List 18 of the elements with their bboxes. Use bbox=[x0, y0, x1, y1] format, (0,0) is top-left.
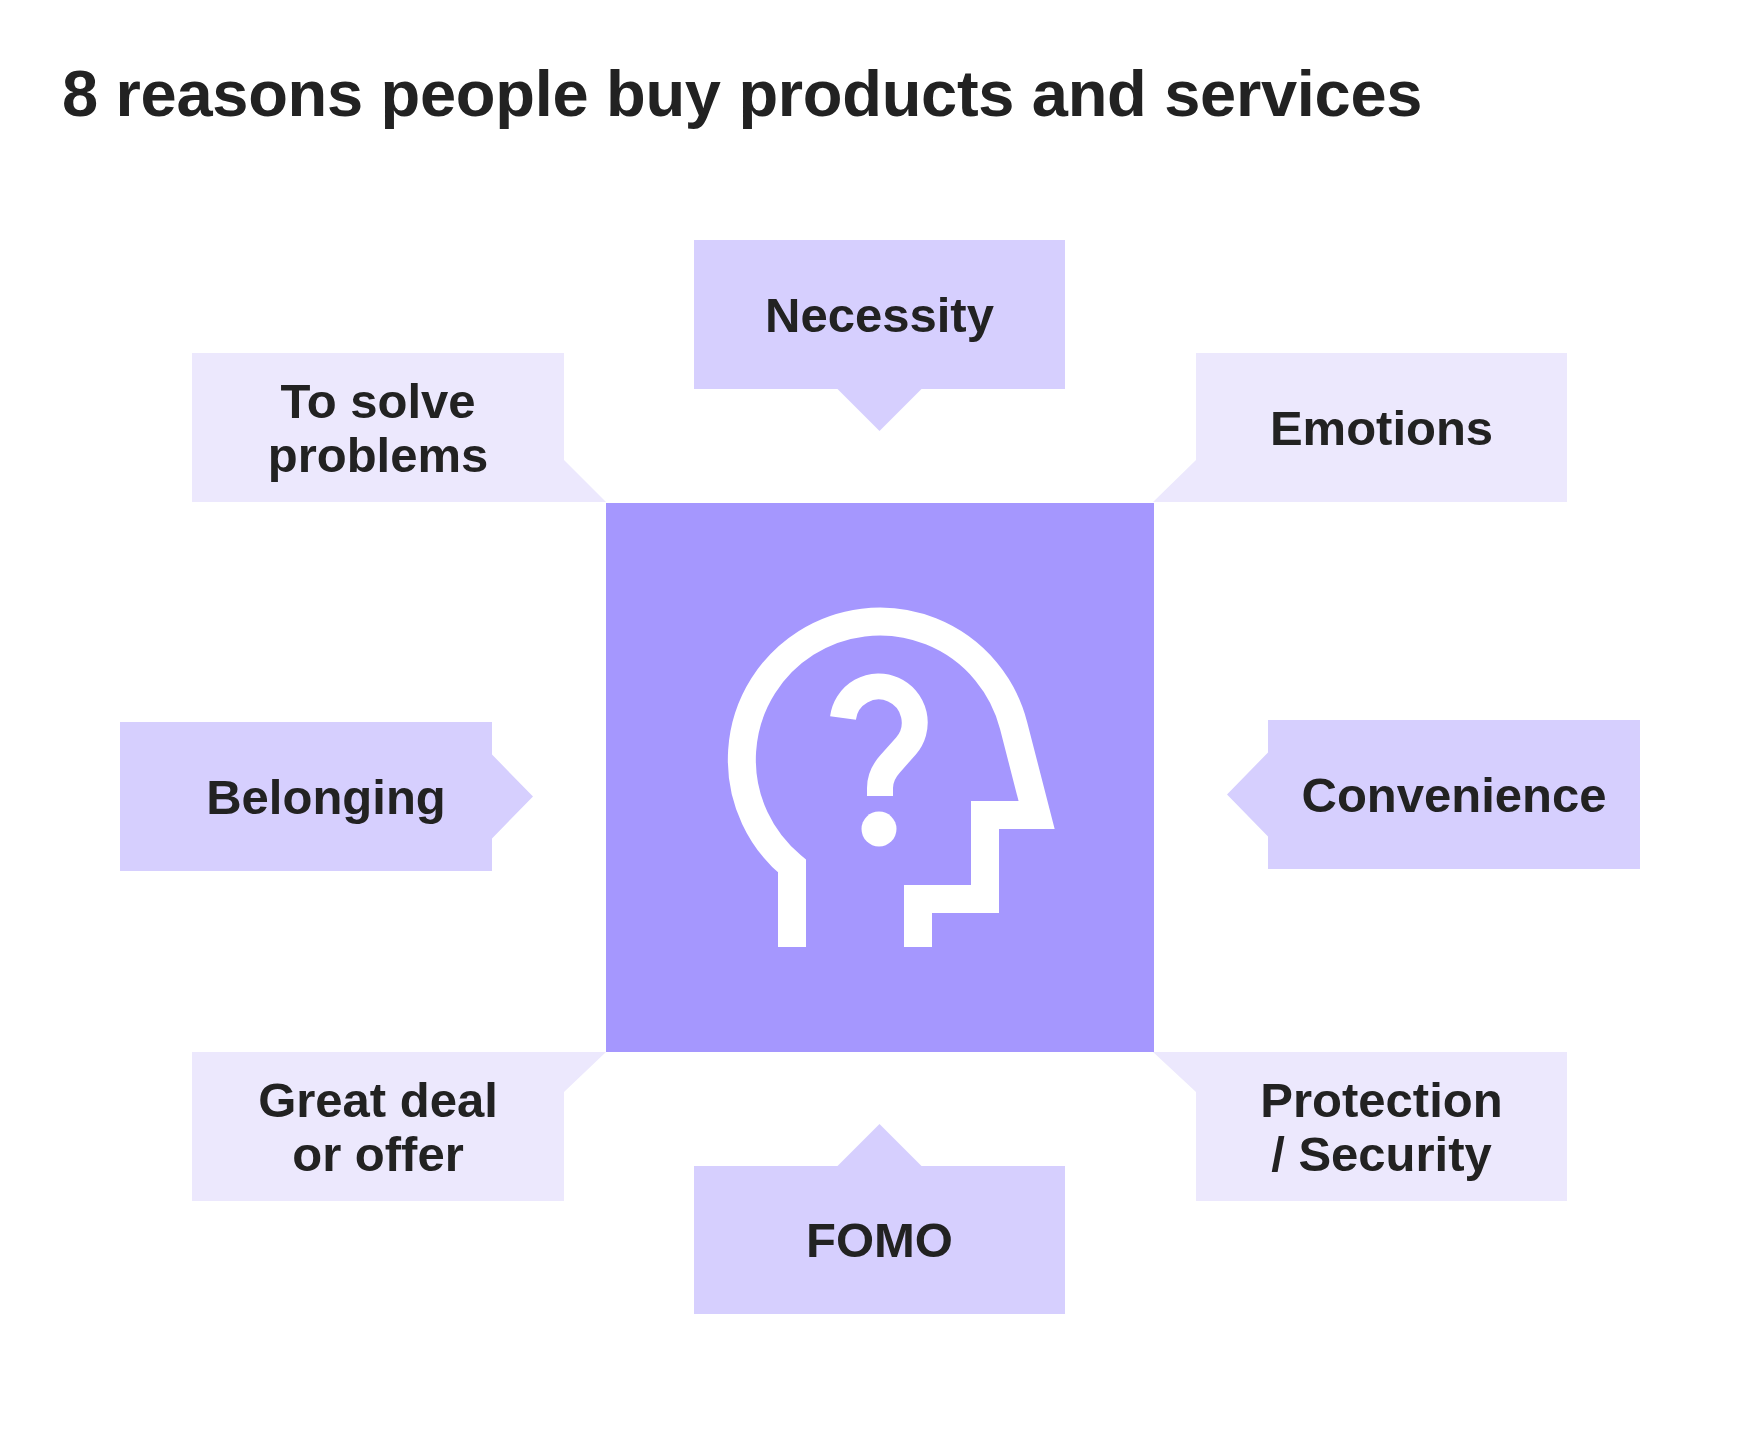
callout-box bbox=[1153, 1052, 1567, 1201]
callout-box bbox=[1227, 720, 1640, 869]
callout-label: Protection / Security bbox=[1259, 1072, 1504, 1181]
callout-box bbox=[192, 353, 606, 502]
callout-box bbox=[120, 722, 533, 871]
center-square bbox=[606, 503, 1154, 1052]
callout-box bbox=[694, 240, 1065, 431]
callout-box bbox=[694, 1124, 1065, 1314]
callout-box bbox=[1153, 353, 1567, 502]
callout-label: Emotions bbox=[1269, 400, 1494, 455]
callout-label: FOMO bbox=[806, 1213, 953, 1267]
callout-box bbox=[192, 1052, 606, 1201]
callout-label: To solve problems bbox=[266, 373, 490, 482]
callout-label: Belonging bbox=[206, 769, 446, 824]
callout-label: Great deal or offer bbox=[257, 1072, 499, 1181]
callout-label: Convenience bbox=[1301, 767, 1607, 822]
callout-label: Necessity bbox=[765, 287, 994, 342]
diagram-title: 8 reasons people buy products and services bbox=[62, 56, 1423, 131]
